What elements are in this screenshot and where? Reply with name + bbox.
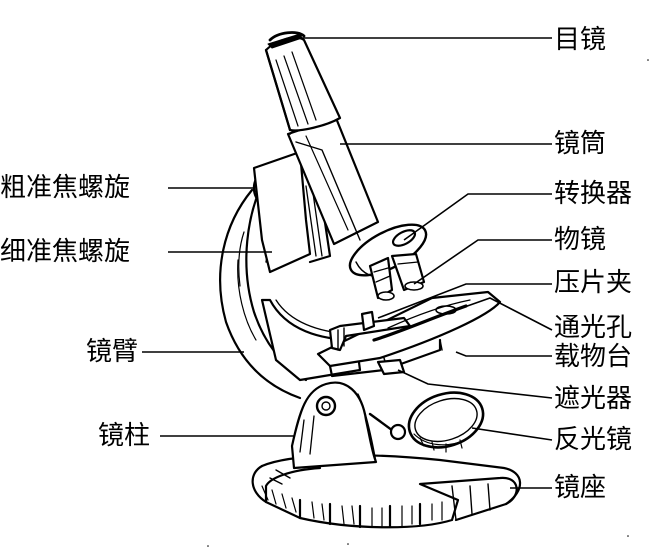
leader-nosepiece [403,193,552,241]
label-arm: 镜臂 [86,337,139,367]
mirror-drawing [368,391,485,453]
base-drawing [251,454,522,529]
leader-stage-hole [455,297,553,331]
label-tube: 镜筒 [554,129,607,159]
label-base: 镜座 [554,473,607,503]
leader-stage [455,351,552,357]
label-stage-hole: 通光孔 [554,313,633,343]
leader-objective [413,239,552,285]
leader-diaphragm [397,369,553,399]
eyepiece-drawing [264,31,342,132]
leader-lines [142,37,553,489]
leader-mirror [471,427,553,441]
label-diaphragm: 遮光器 [554,384,633,414]
label-eyepiece: 目镜 [554,25,607,55]
label-mirror: 反光镜 [554,425,633,455]
label-coarse-focus: 粗准焦螺旋 [0,173,131,203]
label-nosepiece: 转换器 [554,179,633,209]
label-stage: 载物台 [554,342,633,372]
stage-drawing [316,290,502,378]
label-pillar: 镜柱 [98,421,151,451]
objectives-drawing [368,252,426,301]
label-stage-clip: 压片夹 [554,268,633,298]
leader-stage-clip [377,283,552,319]
label-fine-focus: 细准焦螺旋 [0,237,131,267]
scan-specks [207,59,649,547]
pillar-drawing [290,381,378,470]
label-objective: 物镜 [554,225,607,255]
